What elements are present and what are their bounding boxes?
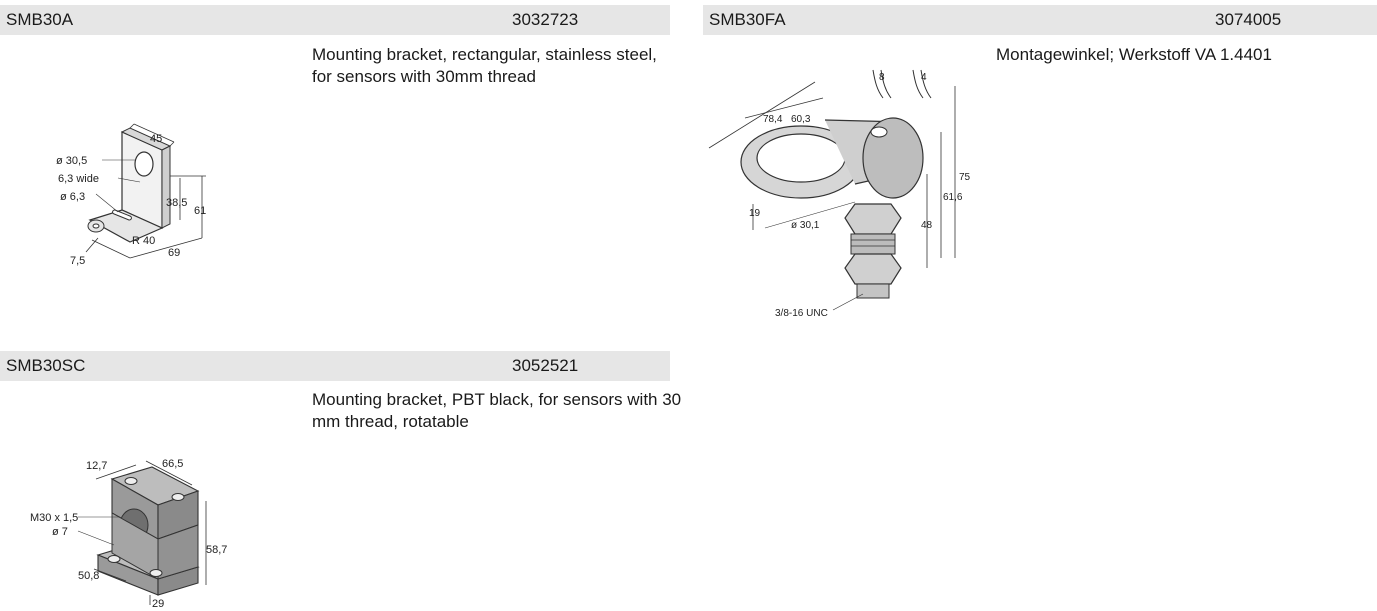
product-code: SMB30A xyxy=(6,10,74,29)
dim-label: 29 xyxy=(152,598,164,610)
dim-label: 58,7 xyxy=(206,544,227,556)
product-description: Mounting bracket, PBT black, for sensors… xyxy=(312,390,682,431)
product-id: 3052521 xyxy=(512,356,579,375)
dim-label: 38,5 xyxy=(166,197,187,209)
product-description: Montagewinkel; Werkstoff VA 1.4401 xyxy=(996,45,1272,64)
dim-label: 4 xyxy=(921,72,927,83)
product-header-smb30fa: SMB30FA 3074005 xyxy=(703,5,1377,35)
dim-label: 61 xyxy=(194,205,206,217)
product-header-smb30a: SMB30A 3032723 xyxy=(0,5,670,35)
dim-label: 12,7 xyxy=(86,460,107,472)
dim-label: 7,5 xyxy=(70,255,85,267)
dim-label: 61,6 xyxy=(943,192,963,203)
product-header-smb30sc: SMB30SC 3052521 xyxy=(0,351,670,381)
dim-label: 8 xyxy=(879,72,885,83)
smb30a-drawing: 45 ø 30,5 6,3 wide ø 6,3 38,5 61 R 40 7,… xyxy=(56,123,206,267)
dim-label: 60,3 xyxy=(791,114,811,125)
dim-label: 6,3 wide xyxy=(58,173,99,185)
product-code: SMB30FA xyxy=(709,10,786,29)
dim-label: M30 x 1,5 xyxy=(30,512,78,524)
dim-label: ø 6,3 xyxy=(60,191,85,203)
dim-label: ø 7 xyxy=(52,526,68,538)
dim-label: ø 30,5 xyxy=(56,155,87,167)
dim-label: ø 30,1 xyxy=(791,220,820,231)
dim-label: 75 xyxy=(959,172,971,183)
smb30sc-drawing: 12,7 66,5 M30 x 1,5 ø 7 58,7 50,8 29 xyxy=(30,458,227,610)
dim-label: 66,5 xyxy=(162,458,183,470)
smb30fa-drawing: 8 4 78,4 60,3 75 61,6 48 19 ø 30,1 3/8-1… xyxy=(708,69,971,319)
dim-label: 45 xyxy=(150,133,162,145)
dim-label: R 40 xyxy=(132,235,155,247)
dim-label: 3/8-16 UNC xyxy=(775,308,828,319)
product-description: Mounting bracket, rectangular, stainless… xyxy=(312,45,657,86)
dim-label: 48 xyxy=(921,220,933,231)
dim-label: 69 xyxy=(168,247,180,259)
dim-label: 78,4 xyxy=(763,114,783,125)
product-code: SMB30SC xyxy=(6,356,86,375)
product-id: 3032723 xyxy=(512,10,579,29)
dim-label: 19 xyxy=(749,208,761,219)
dim-label: 50,8 xyxy=(78,570,99,582)
product-id: 3074005 xyxy=(1215,10,1282,29)
